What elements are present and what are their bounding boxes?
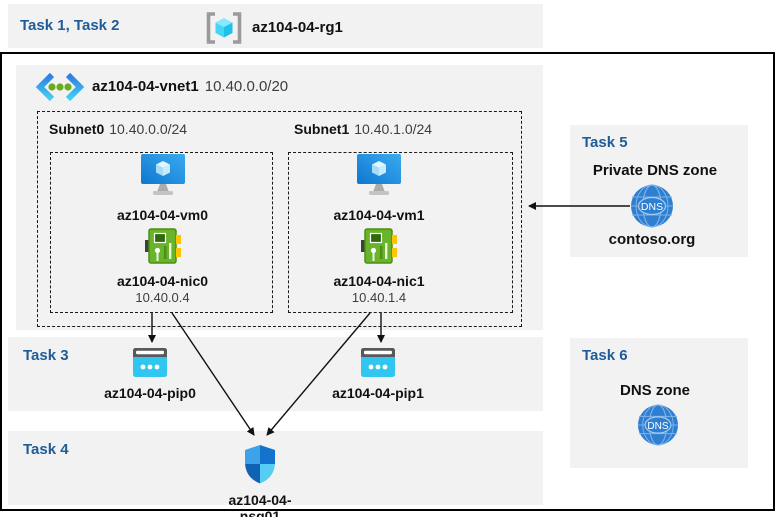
task5-label: Task 5 <box>582 134 628 151</box>
task5-box: Task 5 Private DNS zone DNS contoso.org <box>570 125 748 257</box>
pip1-label: az104-04-pip1 <box>332 385 424 401</box>
subnet1-box: az104-04-vm1 <box>288 152 513 313</box>
public-ip-icon <box>361 348 395 382</box>
virtual-machine-icon <box>140 153 186 204</box>
nic1-label: az104-04-nic1 <box>333 273 425 289</box>
task1-task2-band: Task 1, Task 2 az104-04-rg1 <box>8 4 543 48</box>
vnet-cidr: 10.40.0.0/20 <box>204 78 289 95</box>
vnet-name: az104-04-vnet1 <box>92 78 199 95</box>
network-interface-icon <box>361 227 397 270</box>
subnet0-cidr: 10.40.0.0/24 <box>109 121 188 137</box>
task6-box: Task 6 DNS zone DNS <box>570 338 748 468</box>
public-ip-icon <box>133 348 167 382</box>
virtual-network-icon <box>34 71 86 108</box>
nic1-ip: 10.40.1.4 <box>351 290 407 305</box>
subnet1-name: Subnet1 <box>294 121 350 137</box>
nic0-ip: 10.40.0.4 <box>135 290 190 305</box>
subnet0-box: az104-04-vm0 <box>50 152 273 313</box>
resource-group-icon <box>204 12 244 49</box>
dns-zone-icon: DNS <box>637 404 679 451</box>
subnet1-cidr: 10.40.1.0/24 <box>354 121 433 137</box>
task4-label: Task 4 <box>23 441 69 458</box>
dns-icon-text: DNS <box>647 421 668 432</box>
task3-label: Task 3 <box>23 347 69 364</box>
virtual-machine-icon <box>356 153 402 204</box>
subnet0-name: Subnet0 <box>49 121 105 137</box>
task4-band: Task 4 <box>8 431 543 505</box>
dns-zone-title: DNS zone <box>619 382 690 399</box>
task6-label: Task 6 <box>582 347 628 364</box>
vm0-label: az104-04-vm0 <box>116 207 209 223</box>
task3-band: Task 3 <box>8 337 543 411</box>
network-interface-icon <box>144 227 181 270</box>
pip0-group: az104-04-pip0 <box>100 348 200 401</box>
diagram-frame <box>0 52 775 511</box>
private-dns-zone-name: contoso.org <box>608 231 696 248</box>
vnet-title: az104-04-vnet1 10.40.0.0/20 <box>92 78 288 95</box>
pip1-group: az104-04-pip1 <box>328 348 428 401</box>
vm1-label: az104-04-vm1 <box>333 207 425 223</box>
pip0-label: az104-04-pip0 <box>104 385 196 401</box>
network-security-group-icon <box>243 444 277 489</box>
resource-group-name: az104-04-rg1 <box>252 19 343 36</box>
nic0-label: az104-04-nic0 <box>116 273 209 289</box>
private-dns-zone-icon: DNS <box>630 184 674 233</box>
task1-task2-label: Task 1, Task 2 <box>20 17 120 34</box>
nsg-label: az104-04-nsg01 <box>228 492 292 517</box>
nsg-group: az104-04-nsg01 <box>210 444 310 517</box>
dns-icon-text: DNS <box>641 201 663 213</box>
private-dns-zone-title: Private DNS zone <box>592 162 718 179</box>
